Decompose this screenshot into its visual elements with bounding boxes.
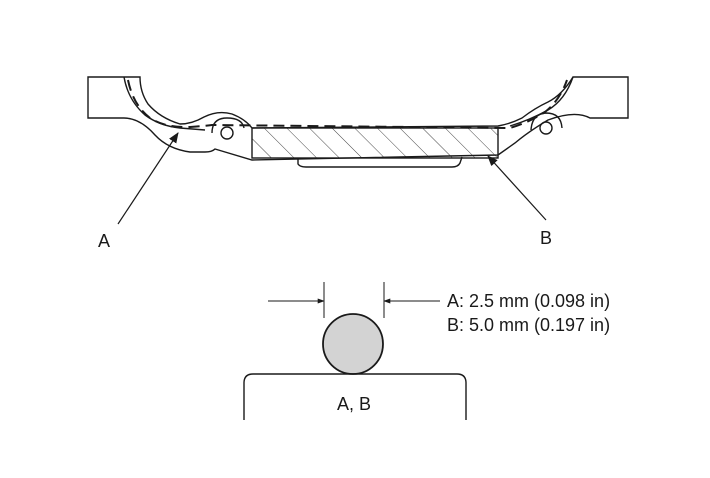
spec-line-a: A: 2.5 mm (0.098 in): [447, 291, 610, 311]
sealant-bead-path: [127, 79, 568, 130]
callout-b-leader: [487, 155, 547, 221]
bolt-hole-right: [530, 112, 563, 135]
sealant-bead-circle: [322, 313, 384, 375]
bolt-hole-left: [211, 117, 245, 140]
bead-section-label: A, B: [337, 394, 371, 414]
callout-a-label: A: [98, 231, 110, 251]
spec-line-b: B: 5.0 mm (0.197 in): [447, 315, 610, 335]
callout-a-leader: [117, 132, 179, 225]
bead-dimension-lines: [268, 282, 440, 318]
callout-b-label: B: [540, 228, 552, 248]
hatched-sealant-band: [251, 127, 499, 159]
flange-section: [243, 373, 467, 420]
